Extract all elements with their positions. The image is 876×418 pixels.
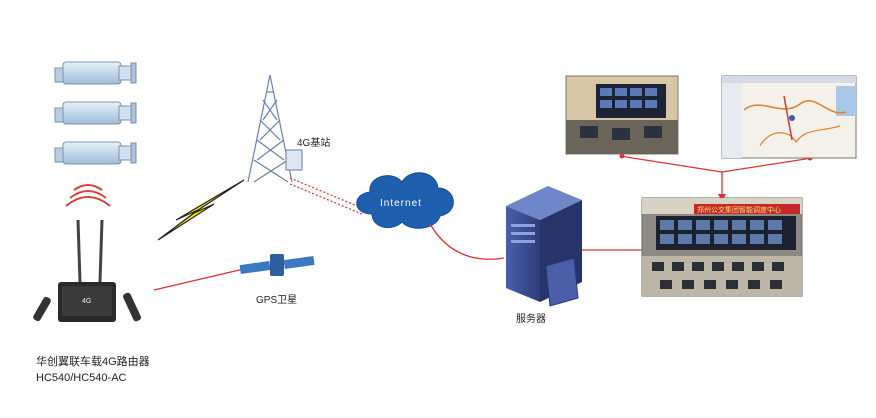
- router-icon: 4G: [58, 219, 116, 322]
- server-icon: [506, 186, 582, 307]
- router-name-label: 华创翼联车载4G路由器: [36, 356, 150, 368]
- cloud-icon: [356, 172, 454, 229]
- tower-icon: [247, 74, 303, 183]
- internet-label: Internet: [380, 198, 422, 209]
- lightning-icon: [157, 179, 245, 241]
- control-center-photo: [641, 197, 803, 297]
- gps-label: GPS卫星: [256, 295, 298, 306]
- antenna-icon: [33, 292, 141, 322]
- monitoring-room-photo: [565, 75, 679, 155]
- control-center-banner: 郑州公交集团智能调度中心: [697, 207, 781, 214]
- satellite-icon: [239, 254, 315, 276]
- svg-text:4G: 4G: [82, 298, 91, 305]
- signal-waves-icon: [65, 184, 111, 207]
- camera-icon: [54, 101, 137, 125]
- map-screenshot: [721, 75, 857, 159]
- base-station-label: 4G基站: [297, 138, 331, 149]
- tower-internet-link: [289, 177, 363, 209]
- server-label: 服务器: [516, 314, 546, 325]
- camera-icon: [54, 141, 137, 165]
- camera-icon: [54, 61, 137, 85]
- connection-lines: [153, 155, 813, 291]
- router-model-label: HC540/HC540-AC: [36, 372, 127, 384]
